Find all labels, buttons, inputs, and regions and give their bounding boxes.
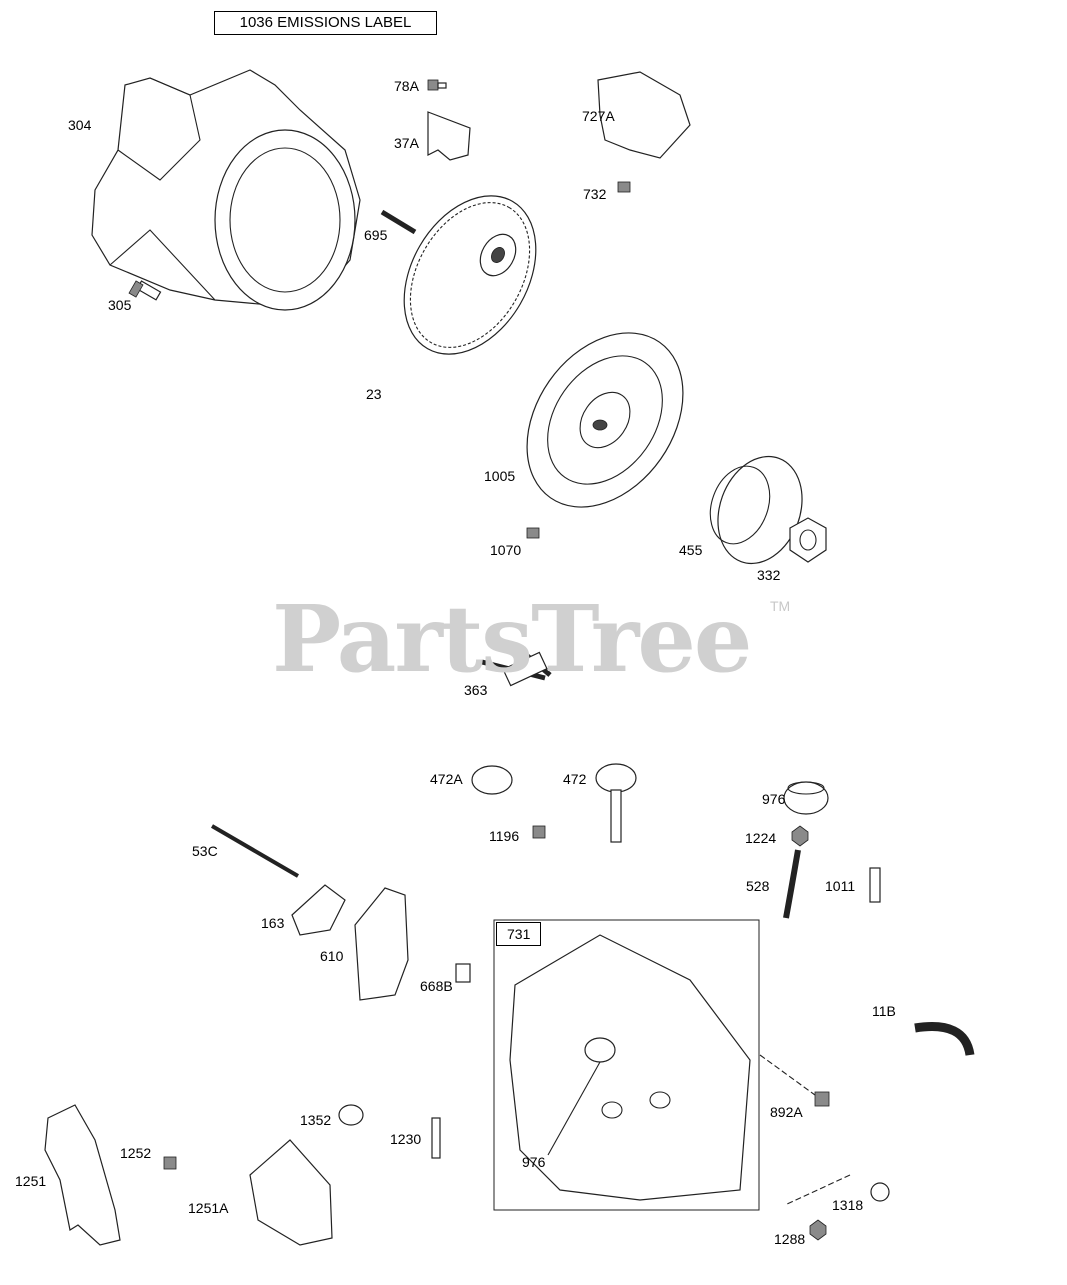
knob-472A [471, 765, 513, 795]
watermark-tm: TM [770, 598, 791, 614]
callout-305: 305 [108, 297, 132, 313]
callout-610: 610 [320, 948, 344, 964]
callout-163: 163 [261, 915, 285, 931]
callout-1224: 1224 [745, 830, 777, 846]
callout-455: 455 [679, 542, 703, 558]
fan-1005 [526, 332, 684, 508]
fitting-1011 [869, 867, 881, 903]
nut-1288 [809, 1219, 827, 1241]
grommet-1352 [338, 1104, 364, 1126]
bolt-305 [128, 280, 162, 301]
baffle-37A [427, 111, 471, 161]
callout-472: 472 [563, 771, 587, 787]
nut-332 [789, 517, 827, 563]
fitting-1318 [870, 1182, 890, 1202]
callout-976-bottom: 976 [522, 1154, 546, 1170]
bolt-1252 [163, 1156, 177, 1170]
callout-1288: 1288 [774, 1231, 806, 1247]
blower-housing-304 [91, 69, 361, 311]
callout-1318: 1318 [832, 1197, 864, 1213]
callout-472A: 472A [430, 771, 463, 787]
callout-1251A: 1251A [188, 1200, 229, 1216]
callout-304: 304 [68, 117, 92, 133]
callout-732: 732 [583, 186, 607, 202]
callout-695: 695 [364, 227, 388, 243]
callout-78A: 78A [394, 78, 419, 94]
group-label-731: 731 [496, 922, 542, 946]
callout-1252: 1252 [120, 1145, 152, 1161]
watermark: PartsTree [272, 585, 752, 693]
screw-78A [427, 79, 447, 91]
emissions-label-box: 1036 EMISSIONS LABEL [214, 11, 437, 35]
stud-1230 [431, 1117, 441, 1159]
puller-363 [481, 646, 552, 687]
fuel-tank [509, 934, 751, 1201]
callout-23: 23 [366, 386, 382, 402]
shaft-53C [210, 824, 300, 878]
nut-1224 [791, 825, 809, 847]
callout-727A: 727A [582, 108, 615, 124]
bracket-1251A [249, 1139, 333, 1246]
elbow-hose-11B [914, 1022, 975, 1056]
gasket-163 [291, 884, 346, 936]
screw-1070 [526, 527, 540, 539]
callout-1011: 1011 [825, 878, 856, 894]
callout-1070: 1070 [490, 542, 522, 558]
hose-528 [783, 849, 801, 919]
callout-976-top: 976 [762, 791, 786, 807]
dipstick-472 [595, 763, 637, 843]
callout-1196: 1196 [489, 828, 520, 844]
callout-332: 332 [757, 567, 781, 583]
cover-610 [354, 887, 409, 1001]
callout-892A: 892A [770, 1104, 803, 1120]
callout-1005: 1005 [484, 468, 516, 484]
bracket-1251 [44, 1104, 121, 1246]
callout-53C: 53C [192, 843, 218, 859]
callout-1230: 1230 [390, 1131, 422, 1147]
callout-363: 363 [464, 682, 488, 698]
callout-528: 528 [746, 878, 770, 894]
tank-group-box-731 [493, 919, 760, 1211]
guard-727A [597, 71, 691, 159]
stud-695 [380, 209, 417, 235]
callout-668B: 668B [420, 978, 453, 994]
callout-1352: 1352 [300, 1112, 332, 1128]
callout-37A: 37A [394, 135, 419, 151]
callout-1251: 1251 [15, 1173, 47, 1189]
screw-732 [617, 181, 631, 193]
flywheel-23 [403, 195, 537, 355]
valve-892A [814, 1091, 830, 1107]
callout-11B: 11B [872, 1003, 896, 1019]
cap-976 [783, 781, 829, 815]
bushing-668B [455, 963, 471, 983]
bolt-1196 [532, 825, 546, 839]
